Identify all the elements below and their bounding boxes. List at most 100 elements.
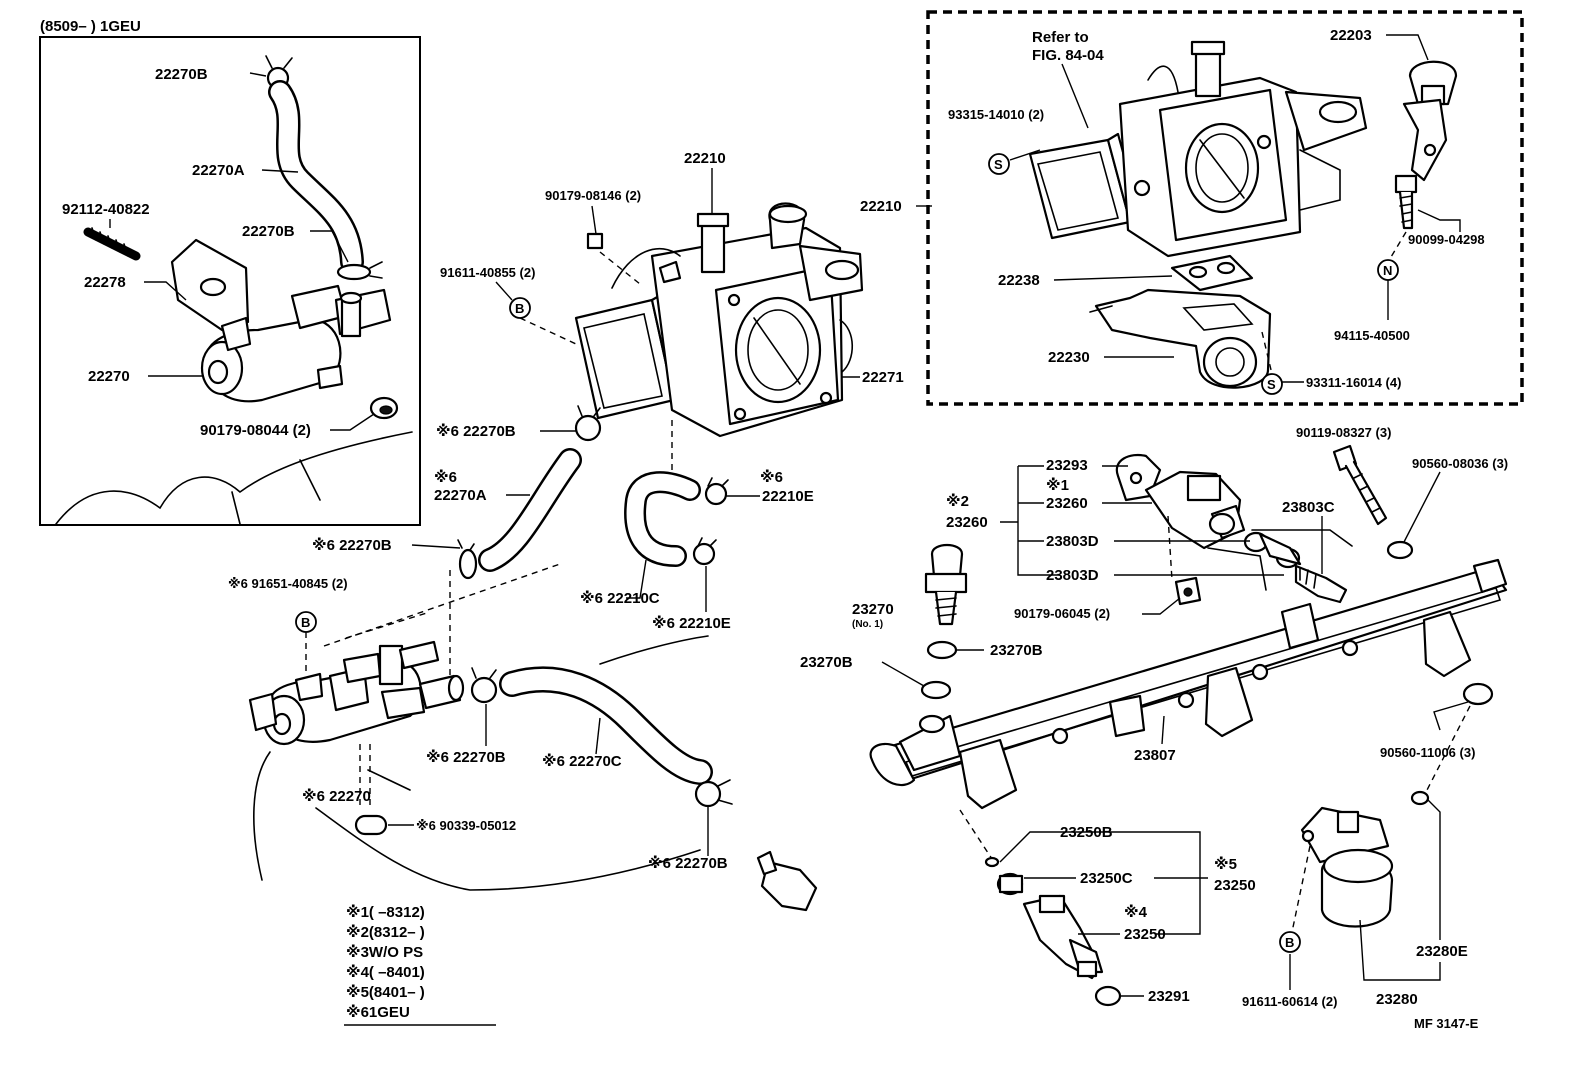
clamp-22270b-lower-a xyxy=(470,667,498,704)
plug-90339-05012 xyxy=(354,814,388,836)
clamp-22270b-small xyxy=(457,539,478,580)
symbol-b-2-text: B xyxy=(301,615,310,630)
legend-note-1: ※1( –8312) xyxy=(346,903,425,921)
label-90119-08327: 90119-08327 (3) xyxy=(1296,425,1391,440)
throttle-body-inset xyxy=(1028,40,1368,258)
label-23807: 23807 xyxy=(1134,747,1176,764)
label-93315-14010: 93315-14010 (2) xyxy=(948,107,1044,122)
bolt-90099-04298 xyxy=(1387,174,1418,263)
symbol-s-2-text: S xyxy=(1267,377,1276,392)
label-22210e-lower: ※6 22210E xyxy=(652,614,731,632)
label-23803d-b: 23803D xyxy=(1046,567,1099,584)
label-91611-60614: 91611-60614 (2) xyxy=(1242,994,1337,1009)
symbol-s-2 xyxy=(1261,373,1283,395)
o-ring-23250b xyxy=(984,856,1000,868)
insulator-23250c xyxy=(996,872,1024,896)
clamp-22270b-center xyxy=(574,405,602,442)
label-23250-b: 23250 xyxy=(1124,926,1166,943)
label-22270a-center: 22270A xyxy=(434,487,487,504)
clamp-22210e-upper xyxy=(704,477,729,506)
symbol-b-3-text: B xyxy=(1285,935,1294,950)
label-90179-06045: 90179-06045 (2) xyxy=(1014,606,1110,621)
label-23270: 23270 xyxy=(852,601,894,618)
legend: ※1( –8312) ※2(8312– ) ※3W/O PS ※4( –8401… xyxy=(344,903,496,1026)
label-22270b-center: ※6 22270B xyxy=(436,422,516,440)
injector-23250 xyxy=(1022,894,1104,980)
label-22230: 22230 xyxy=(1048,349,1090,366)
inset-left-frame xyxy=(39,36,421,526)
fuel-sensor-23260 xyxy=(1115,453,1246,550)
fuel-rail-23807 xyxy=(869,558,1508,810)
washer-23270b-a xyxy=(926,640,958,660)
label-22270b-top: 22270B xyxy=(155,66,208,83)
hose-22270a-center xyxy=(478,448,582,572)
label-23270-no1: (No. 1) xyxy=(852,619,883,630)
label-92112-40822: 92112-40822 xyxy=(62,201,150,218)
vacuum-switch-22203 xyxy=(1402,60,1458,182)
label-23291: 23291 xyxy=(1148,988,1190,1005)
engine-outline xyxy=(55,431,413,525)
inset-right-frame xyxy=(926,10,1524,406)
label-94115-40500: 94115-40500 xyxy=(1334,328,1410,343)
label-22210c: ※6 22210C xyxy=(580,589,660,607)
clamp-22270b-lower-b xyxy=(694,779,733,808)
air-valve-22270 xyxy=(200,284,392,403)
symbol-b-1-text: B xyxy=(515,301,524,316)
label-23250b: 23250B xyxy=(1060,824,1113,841)
nut-90179-08044 xyxy=(369,396,399,420)
inset-left: (8509– ) 1GEU xyxy=(39,18,421,526)
inset-left-header: (8509– ) 1GEU xyxy=(40,18,141,35)
label-22270b-lower-a: ※6 22270B xyxy=(426,748,506,766)
symbol-b-1 xyxy=(509,297,531,319)
legend-note-5: ※5(8401– ) xyxy=(346,983,425,1001)
label-90099-04298: 90099-04298 xyxy=(1408,232,1485,247)
legend-note-2: ※2(8312– ) xyxy=(346,923,425,941)
label-note-1: ※1 xyxy=(1046,476,1069,494)
union-bolt-23803c xyxy=(1294,564,1348,604)
label-23803d-a: 23803D xyxy=(1046,533,1099,550)
symbol-b-3 xyxy=(1279,931,1301,953)
clamp-22210e-lower xyxy=(692,537,717,566)
label-22210-inset: 22210 xyxy=(860,198,902,215)
figure-code: MF 3147-E xyxy=(1414,1016,1479,1031)
label-22278: 22278 xyxy=(84,274,126,291)
symbol-s-1-text: S xyxy=(994,157,1003,172)
legend-note-6: ※61GEU xyxy=(346,1003,410,1021)
label-90339-05012: ※6 90339-05012 xyxy=(416,818,516,833)
legend-note-4: ※4( –8401) xyxy=(346,963,425,981)
symbol-n-1-text: N xyxy=(1383,263,1392,278)
label-23280: 23280 xyxy=(1376,991,1418,1008)
washer-23270b-b xyxy=(920,680,952,700)
label-23280e: 23280E xyxy=(1416,943,1468,960)
label-note-4: ※4 xyxy=(1124,903,1148,921)
inset-right: Refer to FIG. 84-04 xyxy=(860,10,1524,406)
label-23803c: 23803C xyxy=(1282,499,1335,516)
stud-bolt xyxy=(83,227,141,261)
fitting-23270 xyxy=(924,543,968,626)
label-22238: 22238 xyxy=(998,272,1040,289)
hose-22270c xyxy=(499,666,713,785)
label-22270b-lower: 22270B xyxy=(242,223,295,240)
label-90179-08146: 90179-08146 (2) xyxy=(545,188,641,203)
washer-90560-08036 xyxy=(1386,540,1414,560)
pressure-regulator-23280 xyxy=(1300,806,1394,928)
label-90560-08036: 90560-08036 (3) xyxy=(1412,456,1508,471)
throttle-body-main xyxy=(574,202,864,438)
grommet-23291 xyxy=(1094,985,1122,1007)
label-23260-b: 23260 xyxy=(946,514,988,531)
air-valve-assembly-lower xyxy=(248,640,465,746)
label-22271: 22271 xyxy=(862,369,904,386)
label-23293: 23293 xyxy=(1046,457,1088,474)
label-22270b-small: ※6 22270B xyxy=(312,536,392,554)
gasket-22238 xyxy=(1170,254,1254,292)
label-22270-lower: ※6 22270 xyxy=(302,787,371,805)
legend-note-3: ※3W/O PS xyxy=(346,943,423,961)
intake-elbow-22230 xyxy=(1089,288,1272,389)
label-22210: 22210 xyxy=(684,150,726,167)
label-note-6-b: ※6 xyxy=(760,468,783,486)
label-22270b-lower-b: ※6 22270B xyxy=(648,854,728,872)
label-22210e-upper: 22210E xyxy=(762,488,814,505)
washer-90560-11006 xyxy=(1462,682,1494,706)
label-93311-16014: 93311-16014 (4) xyxy=(1306,375,1401,390)
label-23270b-b: 23270B xyxy=(800,654,853,671)
